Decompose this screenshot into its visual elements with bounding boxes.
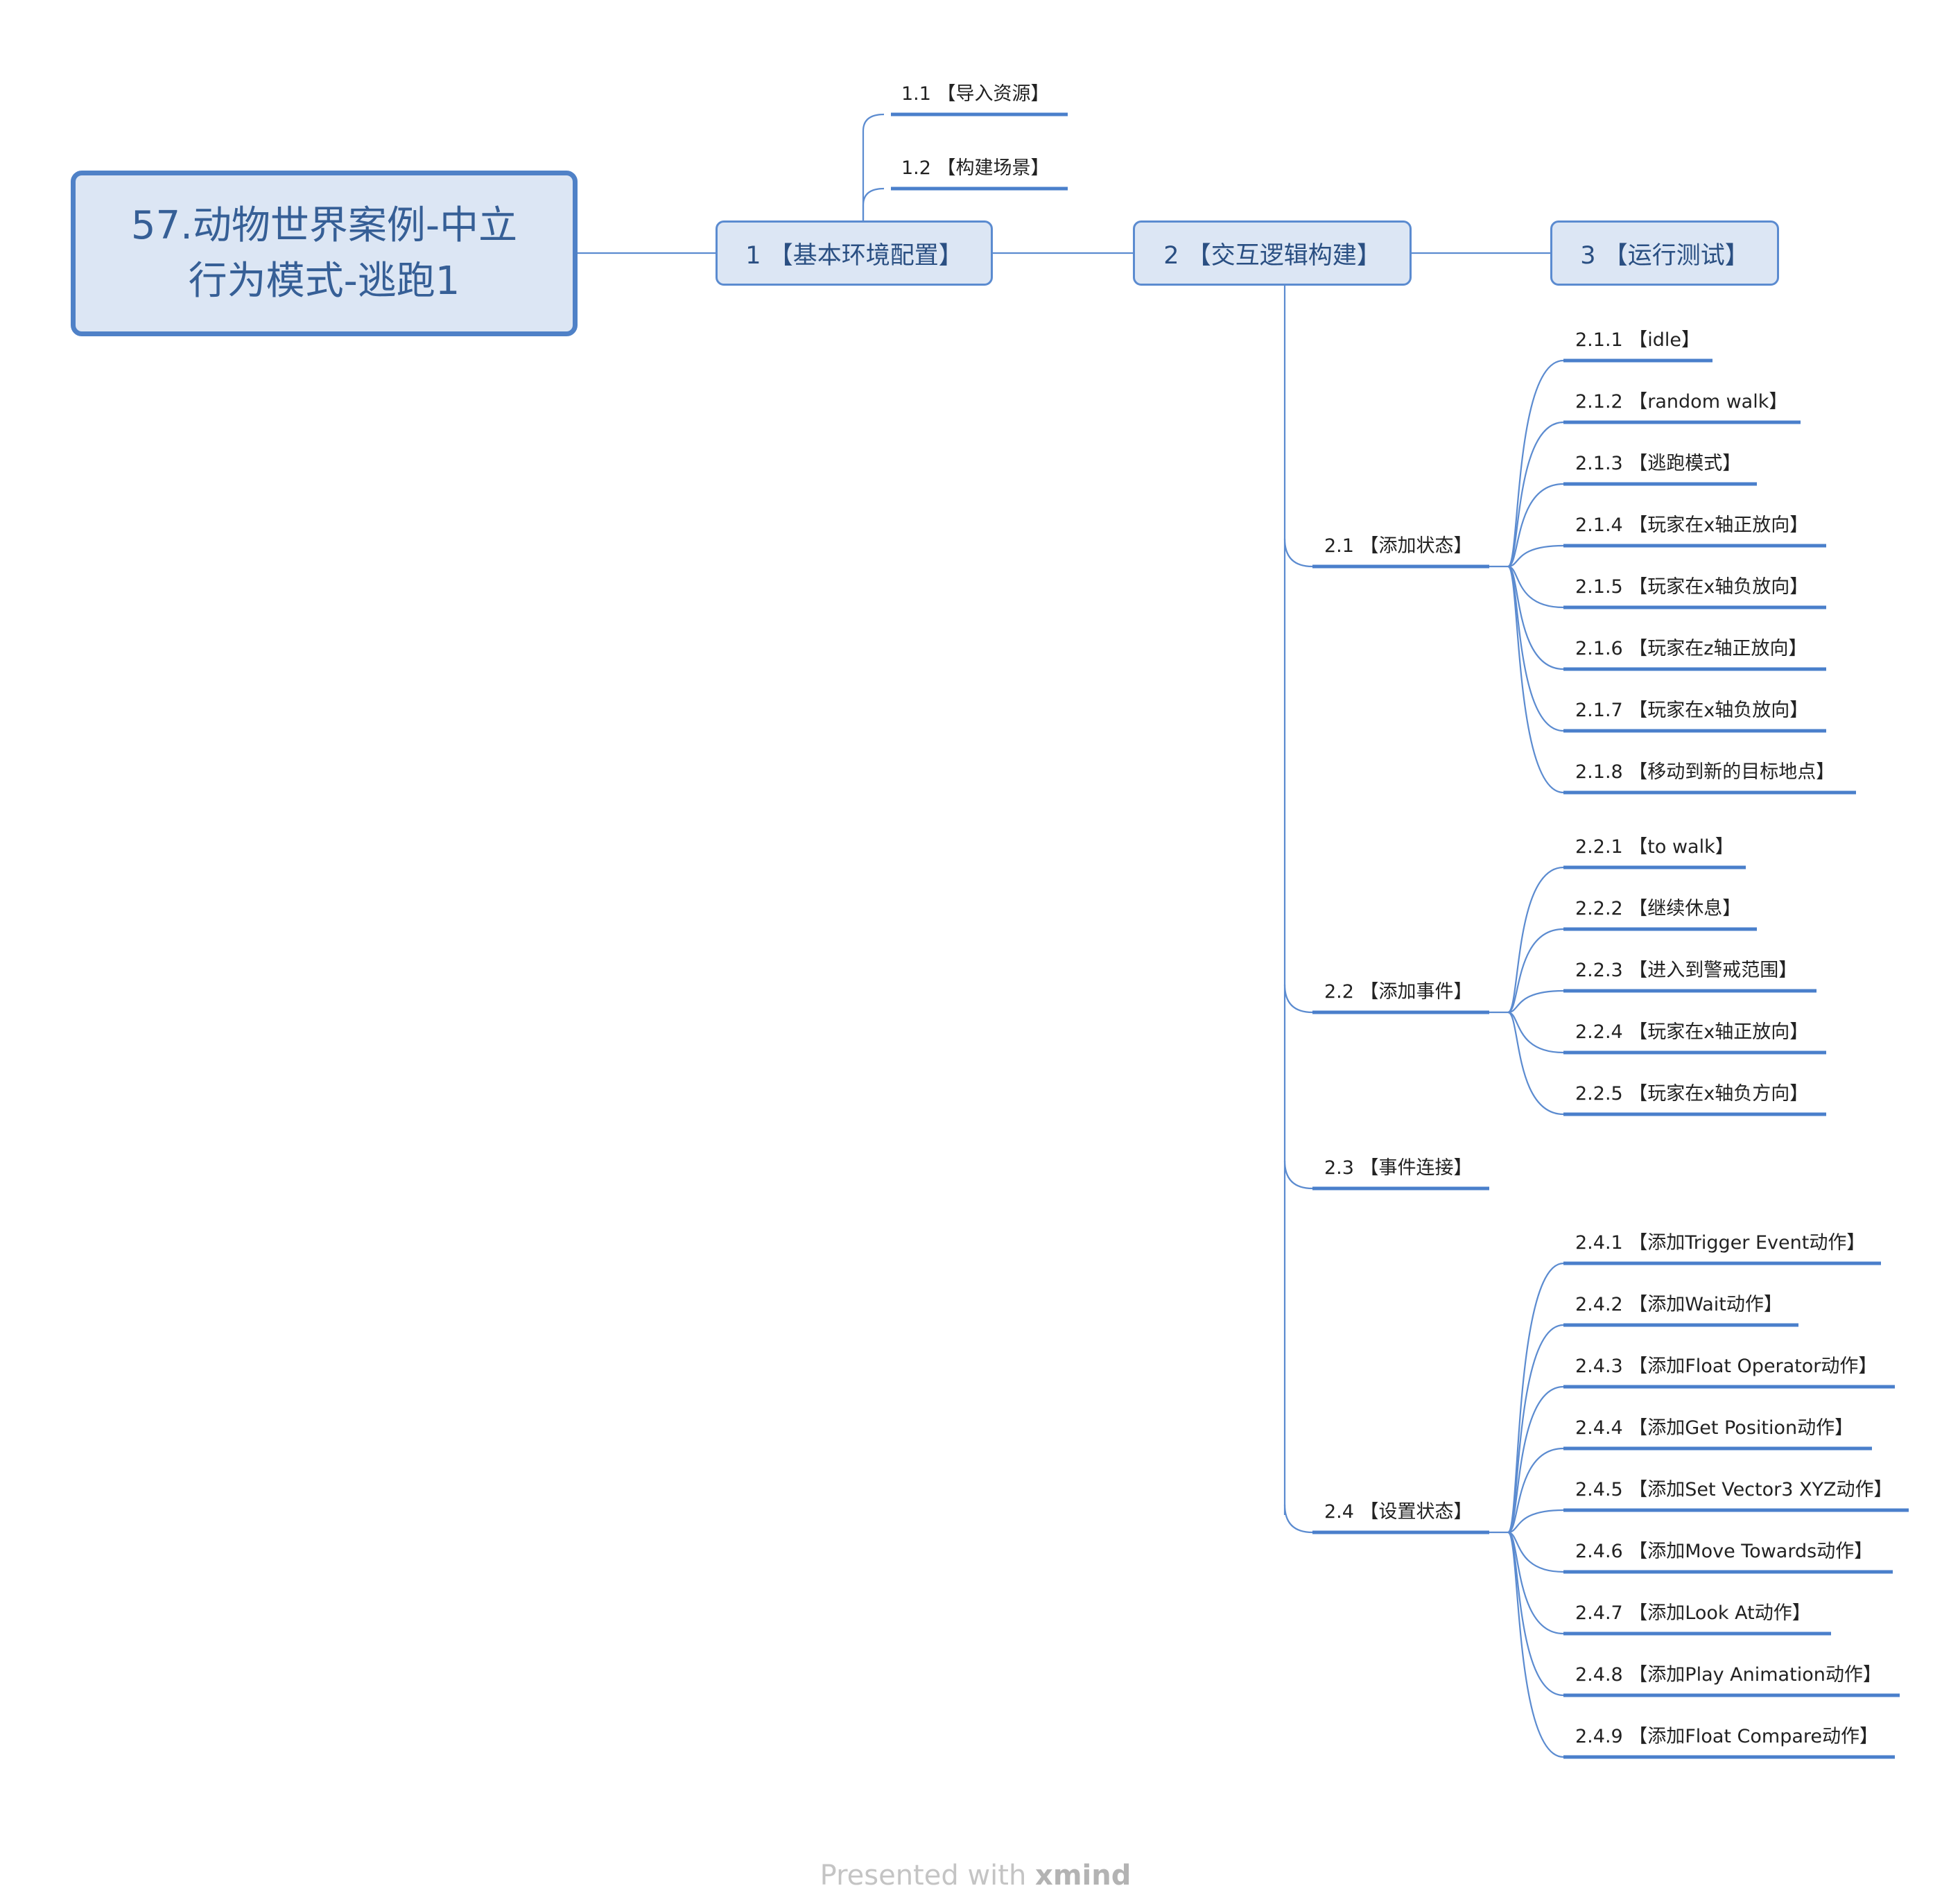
leaf-topic[interactable]: 2.4.6 【添加Move Towards动作】 xyxy=(1575,1541,1873,1562)
branch1-connector xyxy=(862,113,885,220)
leaf-topic[interactable]: 2.4.8 【添加Play Animation动作】 xyxy=(1575,1664,1882,1686)
leaf-connector xyxy=(1507,866,1564,1014)
leaf-topic[interactable]: 2.4.7 【添加Look At动作】 xyxy=(1575,1602,1811,1624)
leaf-topic[interactable]: 2.4.9 【添加Float Compare动作】 xyxy=(1575,1726,1879,1747)
main-topic-label: 2 【交互逻辑构建】 xyxy=(1163,241,1381,270)
leaf-connector xyxy=(1507,1447,1564,1534)
main-topic-basic-setup[interactable]: 1 【基本环境配置】 xyxy=(716,220,993,286)
subtopic-2[interactable]: 1.2 【构建场景】 xyxy=(901,157,1050,179)
leaf-topic[interactable]: 2.2.1 【to walk】 xyxy=(1575,836,1734,858)
leaf-topic[interactable]: 2.4.5 【添加Set Vector3 XYZ动作】 xyxy=(1575,1479,1893,1500)
branch1-connector xyxy=(862,187,885,220)
leaf-connector xyxy=(1507,1531,1564,1758)
subtopic-2-3[interactable]: 2.3 【事件连接】 xyxy=(1324,1157,1473,1179)
footer-credit: Presented with xmind xyxy=(0,1860,1951,1892)
subtopic-2-4[interactable]: 2.4 【设置状态】 xyxy=(1324,1501,1473,1523)
leaf-connector xyxy=(1507,565,1564,609)
main-topic-label: 1 【基本环境配置】 xyxy=(745,241,963,270)
leaf-connector xyxy=(1507,565,1564,794)
leaf-topic[interactable]: 2.1.8 【移动到新的目标地点】 xyxy=(1575,761,1835,783)
leaf-connector xyxy=(1507,565,1564,670)
leaf-connector xyxy=(1507,1011,1564,1054)
footer-prefix: Presented with xyxy=(820,1860,1036,1892)
leaf-topic[interactable]: 2.1.2 【random walk】 xyxy=(1575,391,1788,413)
leaf-topic[interactable]: 2.2.5 【玩家在x轴负方向】 xyxy=(1575,1083,1809,1105)
leaf-topic[interactable]: 2.2.2 【继续休息】 xyxy=(1575,898,1742,919)
root-topic[interactable]: 57.动物世界案例-中立 行为模式-逃跑1 xyxy=(71,171,578,336)
branch2-connector xyxy=(1283,538,1313,568)
leaf-topic[interactable]: 2.1.1 【idle】 xyxy=(1575,329,1701,351)
leaf-topic[interactable]: 2.1.5 【玩家在x轴负放向】 xyxy=(1575,576,1809,598)
leaf-topic[interactable]: 2.2.3 【进入到警戒范围】 xyxy=(1575,960,1798,981)
leaf-connector xyxy=(1507,1385,1564,1534)
leaf-topic[interactable]: 2.4.2 【添加Wait动作】 xyxy=(1575,1294,1783,1315)
leaf-topic[interactable]: 2.1.6 【玩家在z轴正放向】 xyxy=(1575,638,1807,659)
leaf-connector xyxy=(1507,1509,1564,1534)
leaf-topic[interactable]: 2.4.4 【添加Get Position动作】 xyxy=(1575,1417,1854,1439)
subtopic-2-2[interactable]: 2.2 【添加事件】 xyxy=(1324,981,1473,1003)
leaf-connector xyxy=(1507,989,1564,1014)
branch2-connector xyxy=(1283,984,1313,1014)
branch2-connector xyxy=(1283,1504,1313,1534)
leaf-connector xyxy=(1507,1011,1564,1116)
leaf-topic[interactable]: 2.4.1 【添加Trigger Event动作】 xyxy=(1575,1232,1866,1254)
subtopic-2-1[interactable]: 2.1 【添加状态】 xyxy=(1324,535,1473,557)
subtopic-1[interactable]: 1.1 【导入资源】 xyxy=(901,83,1050,105)
leaf-connector xyxy=(1507,1531,1564,1635)
branch2-connector xyxy=(1283,1160,1313,1190)
main-topic-interaction-logic[interactable]: 2 【交互逻辑构建】 xyxy=(1133,220,1412,286)
leaf-topic[interactable]: 2.1.3 【逃跑模式】 xyxy=(1575,453,1742,474)
leaf-connector xyxy=(1507,928,1564,1014)
leaf-connector xyxy=(1507,544,1564,568)
main-topic-run-test[interactable]: 3 【运行测试】 xyxy=(1550,220,1779,286)
leaf-connector xyxy=(1507,421,1564,568)
leaf-connector xyxy=(1507,483,1564,568)
root-title: 57.动物世界案例-中立 行为模式-逃跑1 xyxy=(130,202,518,304)
leaf-topic[interactable]: 2.1.7 【玩家在x轴负放向】 xyxy=(1575,700,1809,721)
leaf-topic[interactable]: 2.2.4 【玩家在x轴正放向】 xyxy=(1575,1021,1809,1043)
leaf-connector xyxy=(1507,1531,1564,1573)
main-topic-label: 3 【运行测试】 xyxy=(1580,241,1749,270)
xmind-logo: xmind xyxy=(1035,1860,1131,1892)
leaf-topic[interactable]: 2.1.4 【玩家在x轴正放向】 xyxy=(1575,514,1809,536)
leaf-topic[interactable]: 2.4.3 【添加Float Operator动作】 xyxy=(1575,1356,1878,1377)
